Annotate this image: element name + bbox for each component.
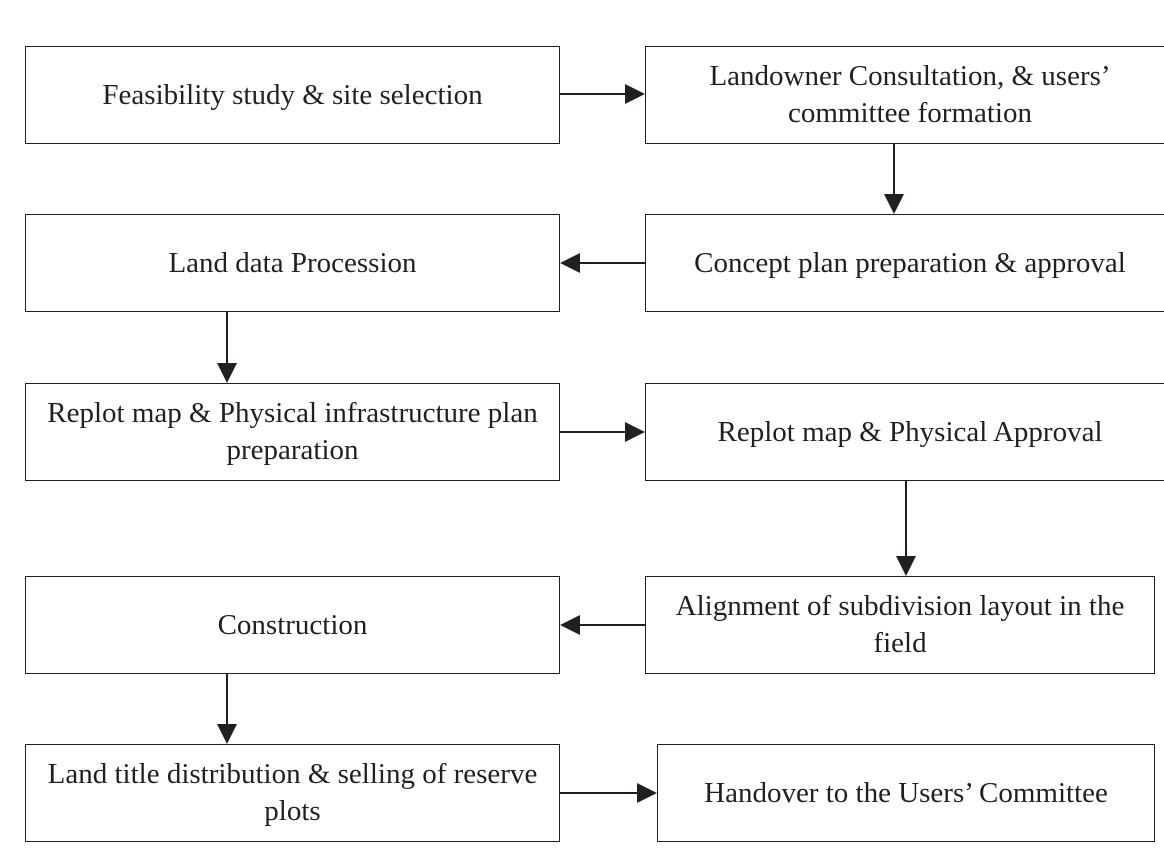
node-feasibility-study: Feasibility study & site selection xyxy=(25,46,560,144)
node-label: Handover to the Users’ Committee xyxy=(704,776,1108,809)
node-land-data-procession: Land data Procession xyxy=(25,214,560,312)
node-concept-plan: Concept plan preparation & approval xyxy=(645,214,1164,312)
node-replot-map-plan-preparation: Replot map & Physical infrastructure pla… xyxy=(25,383,560,481)
node-label: Feasibility study & site selection xyxy=(102,78,483,111)
arrow-n9-to-n10 xyxy=(560,783,657,803)
node-label: Replot map & Physical infrastructure pla… xyxy=(47,397,538,466)
node-subdivision-alignment: Alignment of subdivision layout in the f… xyxy=(645,576,1155,674)
arrow-n6-to-n7 xyxy=(896,481,916,576)
arrow-n3-to-n4 xyxy=(560,253,645,273)
arrow-n4-to-n5 xyxy=(217,312,237,383)
arrow-n8-to-n9 xyxy=(217,674,237,744)
node-landowner-consultation: Landowner Consultation, & users’ committ… xyxy=(645,46,1164,144)
node-land-title-distribution: Land title distribution & selling of res… xyxy=(25,744,560,842)
node-label: Replot map & Physical Approval xyxy=(717,415,1103,448)
node-label: Alignment of subdivision layout in the f… xyxy=(675,590,1125,659)
node-label: Land title distribution & selling of res… xyxy=(47,758,538,827)
arrow-n1-to-n2 xyxy=(560,84,645,104)
node-handover: Handover to the Users’ Committee xyxy=(657,744,1155,842)
node-label: Land data Procession xyxy=(168,246,417,279)
arrow-n2-to-n3 xyxy=(884,144,904,214)
node-label: Concept plan preparation & approval xyxy=(694,246,1126,279)
node-replot-map-approval: Replot map & Physical Approval xyxy=(645,383,1164,481)
node-label: Landowner Consultation, & users’ committ… xyxy=(709,60,1111,129)
arrow-n7-to-n8 xyxy=(560,615,645,635)
node-label: Construction xyxy=(217,608,368,641)
arrow-n5-to-n6 xyxy=(560,422,645,442)
node-construction: Construction xyxy=(25,576,560,674)
